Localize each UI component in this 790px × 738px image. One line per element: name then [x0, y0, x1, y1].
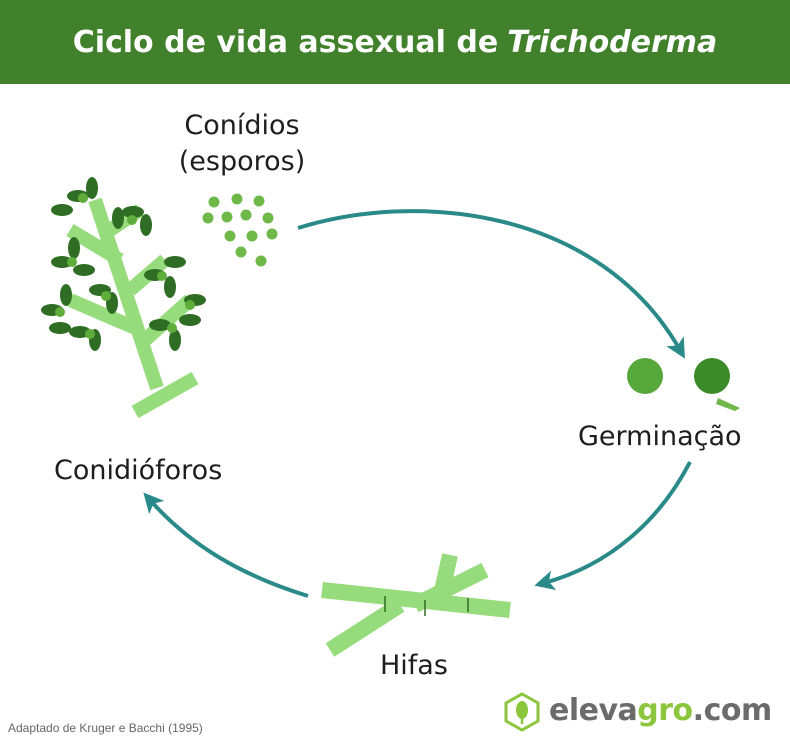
label-conidia-line2: (esporos) [178, 146, 306, 177]
brand-part2: gro [637, 692, 693, 728]
arrow-hyphae-to-conidiophores [143, 492, 309, 598]
label-conidia: Conídios (esporos) [157, 108, 327, 180]
elevagro-logo-icon [504, 692, 540, 732]
brand-name: elevagro.com [549, 693, 772, 728]
arrow-germination-to-hyphae [534, 461, 692, 591]
label-germination: Germinação [578, 421, 742, 452]
label-conidiophores: Conidióforos [54, 455, 223, 486]
hyphae [321, 553, 511, 657]
title-italic: Trichoderma [507, 24, 718, 60]
label-hyphae: Hifas [380, 650, 448, 681]
conidia-spores [202, 193, 278, 267]
title-banner: Ciclo de vida assexual de Trichoderma [0, 0, 790, 84]
brand-logo: elevagro.com [501, 687, 772, 733]
label-conidia-line1: Conídios [184, 110, 300, 141]
germinating-spores [627, 358, 740, 411]
source-credit: Adaptado de Kruger e Bacchi (1995) [8, 721, 203, 735]
title-text: Ciclo de vida assexual de [72, 24, 499, 60]
brand-part1: eleva [549, 692, 638, 728]
arrow-spores-to-germination [297, 209, 685, 359]
conidiophore-spore-clusters [41, 177, 206, 351]
conidiophore [66, 197, 199, 419]
brand-part3: .com [692, 692, 773, 728]
